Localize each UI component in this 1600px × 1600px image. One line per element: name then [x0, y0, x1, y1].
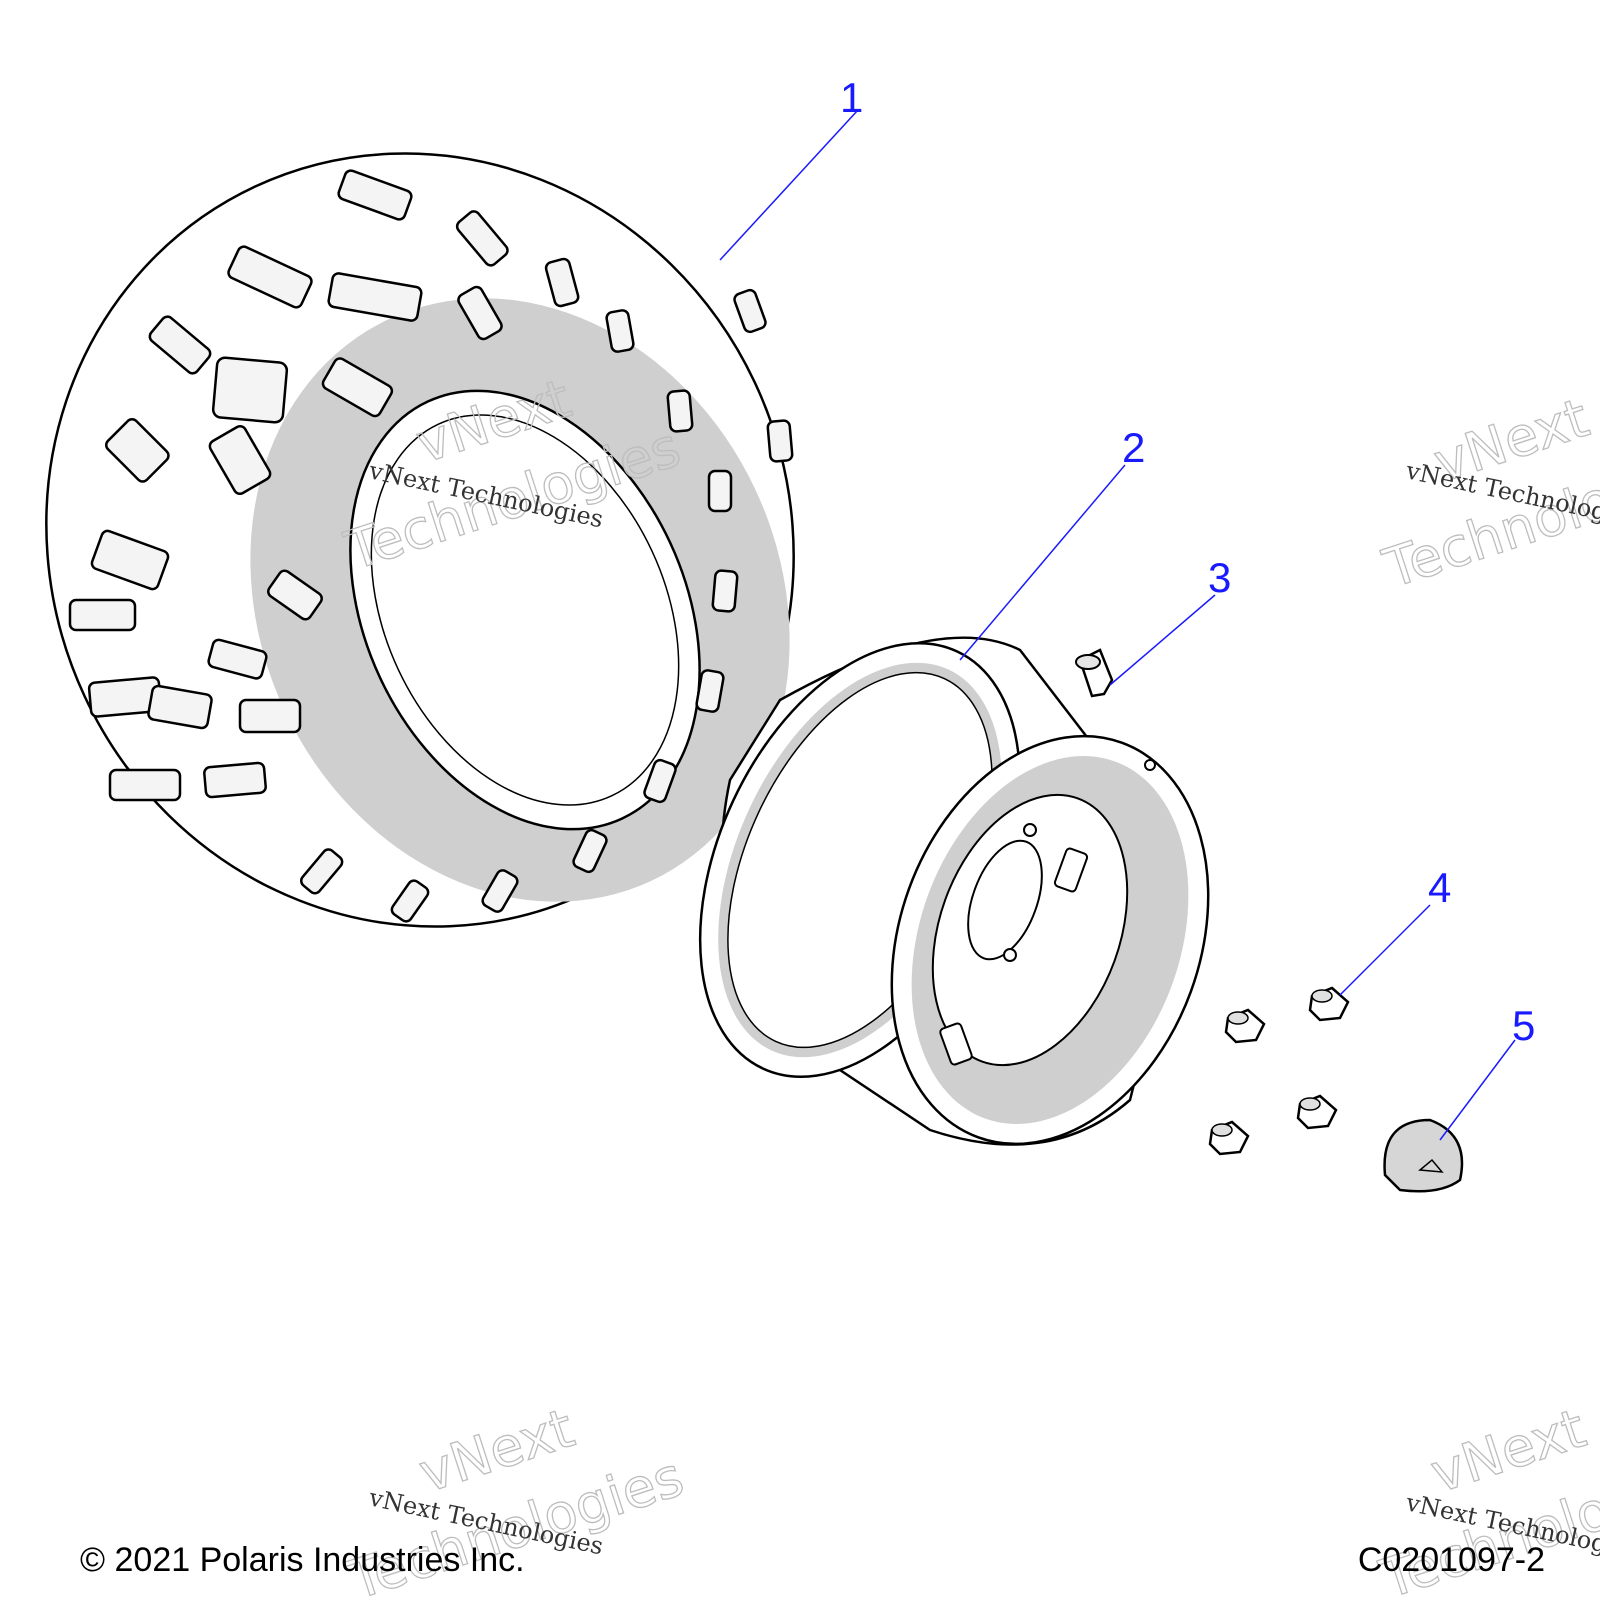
wheel-rim-illustration	[698, 636, 1210, 1146]
valve-stem-illustration	[1075, 648, 1114, 698]
lug-nut	[1208, 1120, 1250, 1156]
lug-nut	[1224, 1008, 1266, 1044]
callout-1[interactable]: 1	[840, 74, 863, 121]
drawing-number: C0201097-2	[1357, 1541, 1545, 1579]
callout-4[interactable]: 4	[1428, 864, 1451, 911]
tire-illustration	[45, 152, 795, 928]
copyright-text: © 2021 Polaris Industries Inc.	[80, 1541, 525, 1579]
leader-1	[719, 109, 859, 261]
callout-3[interactable]: 3	[1208, 554, 1231, 601]
leader-2	[959, 464, 1126, 661]
leader-4	[1339, 904, 1431, 996]
center-cap-illustration	[1383, 1118, 1464, 1193]
leader-5	[1439, 1039, 1516, 1141]
callout-2[interactable]: 2	[1122, 424, 1145, 471]
lug-nuts-illustration	[1208, 986, 1350, 1156]
tire-tread	[68, 169, 794, 923]
callout-5[interactable]: 5	[1512, 1002, 1535, 1049]
leader-3	[1109, 594, 1216, 686]
lug-nut	[1308, 986, 1350, 1022]
lug-nut	[1296, 1094, 1338, 1130]
